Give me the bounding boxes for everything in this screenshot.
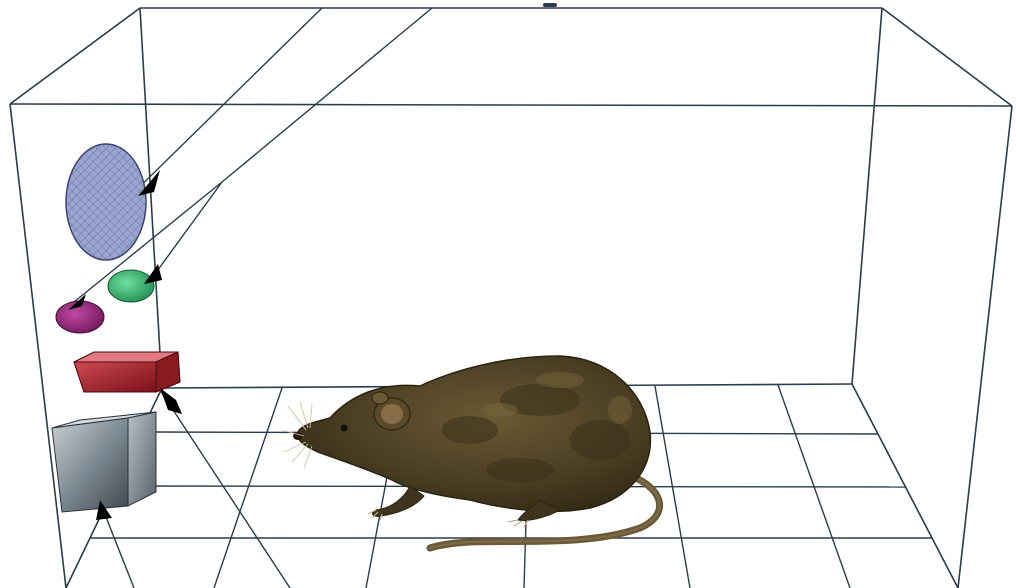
green-oval [108, 270, 154, 302]
hatched-disc [66, 144, 146, 260]
top-mark [543, 3, 557, 7]
arrow-red [160, 388, 182, 414]
red-box [74, 352, 180, 392]
gray-cube [52, 412, 156, 512]
rat [282, 356, 660, 548]
